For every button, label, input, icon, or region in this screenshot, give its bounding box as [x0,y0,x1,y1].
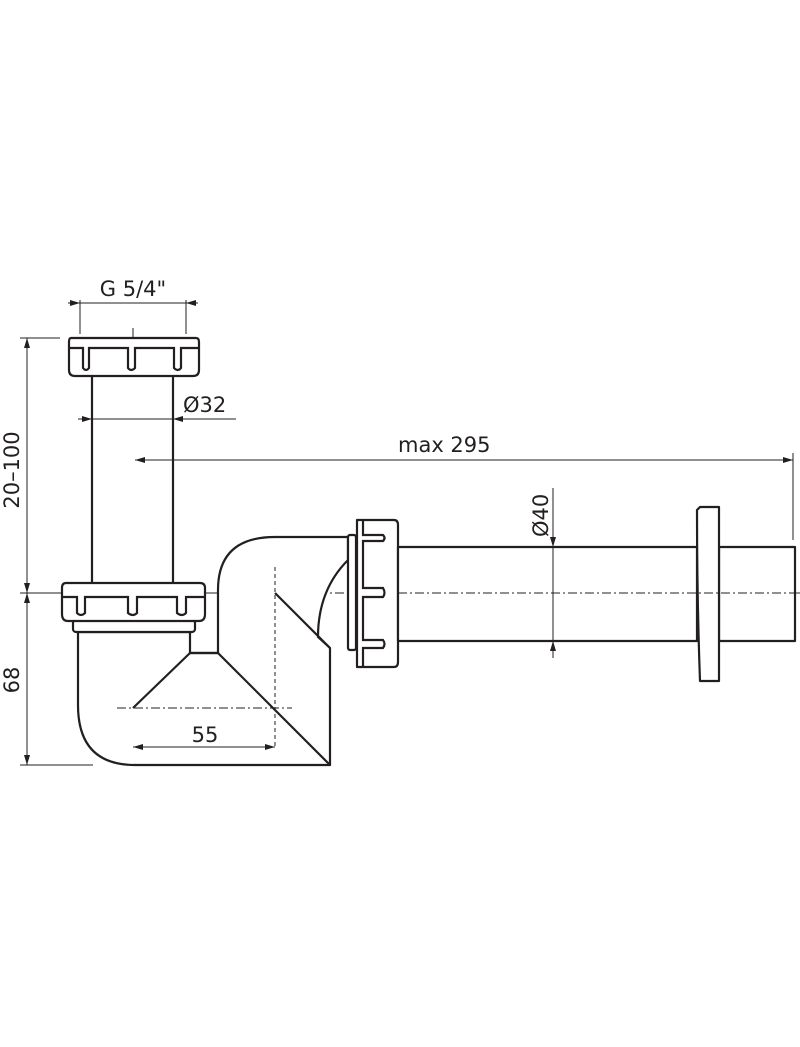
inlet-diameter-label: Ø32 [183,393,226,417]
thread-label: G 5/4" [100,277,166,301]
length-label: max 295 [398,433,491,457]
inlet-diameter-dimension: Ø32 [78,393,236,422]
inlet-pipe [90,372,175,586]
outlet-pipe [396,545,699,643]
height-label: 20–100 [0,431,24,508]
outlet-diameter-label: Ø40 [529,494,553,537]
lower-nut [60,581,207,634]
outlet-pipe-end [717,545,797,643]
depth-dimension: 68 [0,593,93,766]
length-dimension: max 295 [135,433,794,540]
height-dimension: 20–100 [0,337,60,593]
top-nut [67,336,201,378]
thread-dimension: G 5/4" [68,277,198,334]
offset-dimension: 55 [133,723,275,750]
trap-body [76,535,350,767]
depth-label: 68 [0,667,24,694]
outlet-diameter-dimension: Ø40 [529,488,556,658]
outlet-nut [346,518,400,669]
offset-label: 55 [192,723,219,747]
wall-flange [695,505,721,683]
